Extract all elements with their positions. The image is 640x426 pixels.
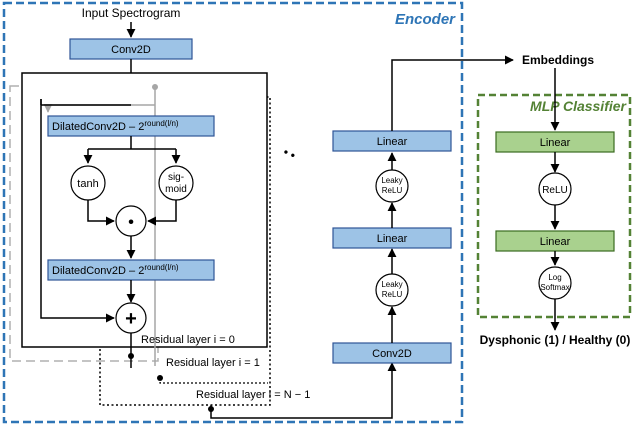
- encoder-border: [2, 1, 464, 424]
- encoder-title: Encoder: [395, 11, 456, 28]
- mlp-linear-2-label: Linear: [540, 236, 571, 248]
- sigmoid-to-mult-arrow: [147, 200, 177, 226]
- output-label: Dysphonic (1) / Healthy (0): [480, 333, 631, 347]
- log-softmax-label-2: Softmax: [540, 283, 569, 292]
- leaky-relu-1-label-2: ReLU: [382, 186, 403, 195]
- tanh-to-mult-arrow: [87, 200, 115, 226]
- leaky-relu-2-label-1: Leaky: [381, 280, 402, 289]
- multiply-symbol: •: [128, 214, 134, 231]
- residual-1-dot: [157, 375, 163, 381]
- residual-skip-arrow: [40, 99, 115, 323]
- mlp-linear-1-label: Linear: [540, 137, 571, 149]
- residual-layer-1-label: Residual layer i = 1: [166, 357, 260, 369]
- dilated-conv-2-label: DilatedConv2D – 2round(l/n): [52, 263, 179, 277]
- leaky-relu-1-label-1: Leaky: [381, 176, 402, 185]
- residual-n-dotted-path: [159, 378, 268, 384]
- layers-ellipsis: • •: [281, 145, 298, 163]
- head-conv2d-label: Conv2D: [372, 348, 412, 360]
- residual-layer-0-frame: [21, 72, 268, 348]
- log-softmax-label-1: Log: [548, 273, 561, 282]
- mlp-relu-label: ReLU: [542, 185, 568, 196]
- head-linear-2-label: Linear: [377, 233, 408, 245]
- leaky-relu-2-label-2: ReLU: [382, 290, 403, 299]
- residual-layer-0-label: Residual layer i = 0: [141, 334, 235, 346]
- residual-n-dot: [208, 406, 214, 412]
- sigmoid-label-1: sig-: [168, 172, 184, 183]
- head-linear-1-label: Linear: [377, 136, 408, 148]
- tanh-label: tanh: [77, 178, 98, 190]
- embeddings-label: Embeddings: [522, 53, 594, 67]
- to-embeddings-arrow: [391, 55, 514, 131]
- input-label: Input Spectrogram: [82, 6, 181, 20]
- conv2d-top-label: Conv2D: [111, 44, 151, 56]
- mlp-classifier-title: MLP Classifier: [530, 98, 628, 114]
- dilated-conv-1-label: DilatedConv2D – 2round(l/n): [52, 119, 179, 133]
- add-symbol: +: [125, 308, 137, 330]
- residual-layer-n-label: Residual layer i = N − 1: [196, 389, 310, 401]
- sigmoid-label-2: moid: [165, 184, 187, 195]
- skip-dot-gray: [152, 84, 158, 90]
